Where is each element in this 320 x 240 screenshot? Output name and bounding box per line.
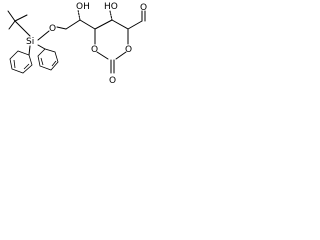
si-o-bond xyxy=(37,30,50,41)
dioxanone-ring xyxy=(94,19,129,60)
silicon-atom: Si xyxy=(26,37,34,47)
ring-oxygen-left: O xyxy=(91,45,98,55)
o-ch2-bond xyxy=(56,26,67,30)
hydroxyl-oh-upper: OH xyxy=(76,2,90,12)
aldehyde-oxygen: O xyxy=(140,3,147,13)
carbonyl-oxygen: O xyxy=(109,76,116,86)
tert-butyl-group xyxy=(7,10,31,37)
ether-oxygen: O xyxy=(49,24,56,34)
chemical-structure: Si O OH HO O O O O xyxy=(7,2,147,86)
ring-oxygen-right: O xyxy=(125,45,132,55)
hydroxyl-ho: HO xyxy=(104,2,118,12)
phenyl-ring-right xyxy=(37,44,59,71)
phenyl-ring-left xyxy=(9,45,33,74)
